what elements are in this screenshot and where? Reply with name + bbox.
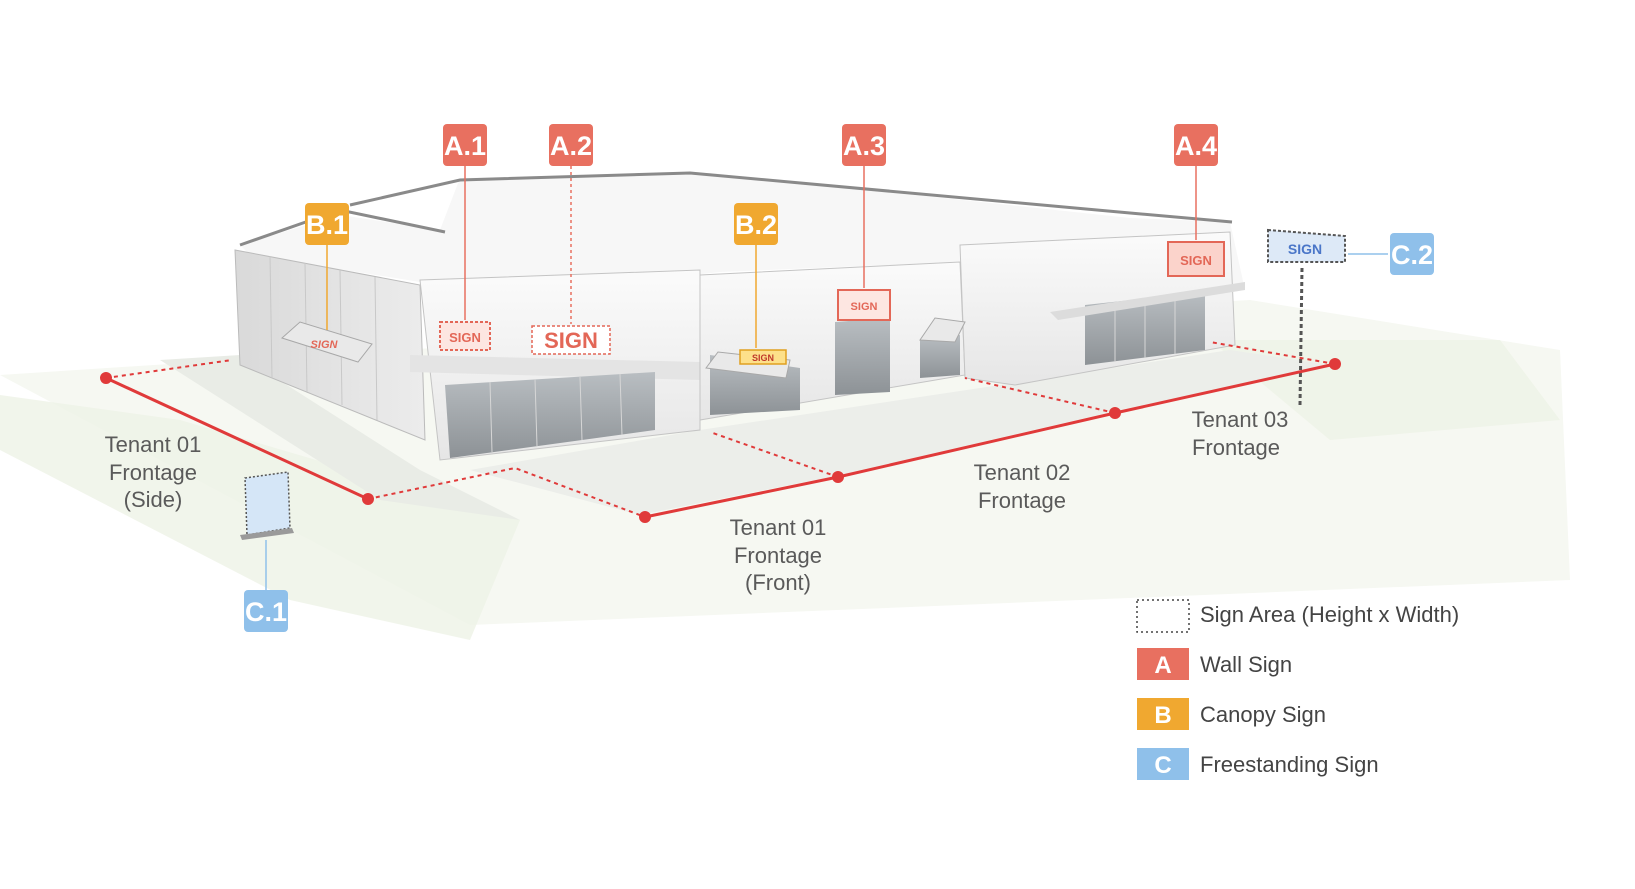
sign-panel-a3: SIGN	[837, 289, 891, 321]
legend-item-canopy-sign: B Canopy Sign	[1137, 698, 1326, 730]
sign-text: SIGN	[1288, 241, 1322, 257]
frontage-points	[100, 358, 1341, 523]
legend-label: Wall Sign	[1200, 652, 1292, 677]
marker-label: C.1	[245, 597, 287, 627]
frontage-label-tenant02: Tenant 02 Frontage	[974, 460, 1071, 513]
marker-a3: A.3	[842, 124, 886, 166]
label-line: Frontage	[978, 488, 1066, 513]
marker-label: B.2	[735, 210, 777, 240]
marker-label: A.1	[444, 131, 486, 161]
marker-a4: A.4	[1174, 124, 1218, 166]
label-line: (Side)	[124, 487, 183, 512]
label-line: Tenant 01	[105, 432, 202, 457]
legend-label: Sign Area (Height x Width)	[1200, 602, 1459, 627]
legend-label: Canopy Sign	[1200, 702, 1326, 727]
marker-label: A.2	[550, 131, 592, 161]
frontage-label-tenant01-side: Tenant 01 Frontage (Side)	[105, 432, 202, 512]
marker-c1: C.1	[244, 590, 288, 632]
legend: Sign Area (Height x Width) A Wall Sign B…	[1136, 599, 1459, 780]
label-line: (Front)	[745, 570, 811, 595]
legend-sign-area: Sign Area (Height x Width)	[1136, 599, 1459, 633]
building-signs: SIGN SIGN SIGN SIGN SIGN SIGN	[311, 241, 1225, 365]
legend-label: Freestanding Sign	[1200, 752, 1379, 777]
frontage-label-tenant01-front: Tenant 01 Frontage (Front)	[730, 515, 827, 595]
label-line: Frontage	[734, 543, 822, 568]
label-line: Tenant 01	[730, 515, 827, 540]
marker-c2: C.2	[1390, 233, 1434, 275]
label-line: Tenant 03	[1192, 407, 1289, 432]
marker-label: A.3	[843, 131, 885, 161]
frontage-label-tenant03: Tenant 03 Frontage	[1192, 407, 1289, 460]
sign-panel-a1: SIGN	[439, 321, 491, 351]
marker-label: C.2	[1391, 240, 1433, 270]
sign-text: SIGN	[311, 339, 339, 351]
sign-panel-a4: SIGN	[1167, 241, 1225, 277]
freestanding-sign-c1	[240, 471, 294, 540]
marker-label: A.4	[1175, 131, 1217, 161]
sign-panel-b2: SIGN	[739, 349, 787, 365]
sign-text: SIGN	[752, 353, 774, 363]
legend-item-wall-sign: A Wall Sign	[1137, 648, 1292, 680]
freestanding-sign-c2: SIGN	[1267, 228, 1346, 406]
label-line: Tenant 02	[974, 460, 1071, 485]
sign-panel-b1: SIGN	[311, 339, 339, 351]
legend-swatch-letter: C	[1154, 752, 1171, 779]
legend-swatch-letter: A	[1154, 652, 1171, 679]
label-line: Frontage	[1192, 435, 1280, 460]
leader-lines	[265, 166, 1388, 590]
label-line: Frontage	[109, 460, 197, 485]
sign-panel-a2: SIGN	[531, 325, 611, 355]
marker-b2: B.2	[734, 203, 778, 245]
sign-text: SIGN	[544, 328, 598, 353]
sign-text: SIGN	[449, 330, 481, 345]
legend-swatch-letter: B	[1154, 702, 1171, 729]
frontage-lines	[105, 341, 1336, 519]
marker-b1: B.1	[305, 203, 349, 245]
sign-text: SIGN	[851, 301, 878, 313]
marker-a2: A.2	[549, 124, 593, 166]
marker-label: B.1	[306, 210, 348, 240]
legend-item-freestanding-sign: C Freestanding Sign	[1137, 748, 1379, 780]
marker-a1: A.1	[443, 124, 487, 166]
sign-text: SIGN	[1180, 253, 1212, 268]
